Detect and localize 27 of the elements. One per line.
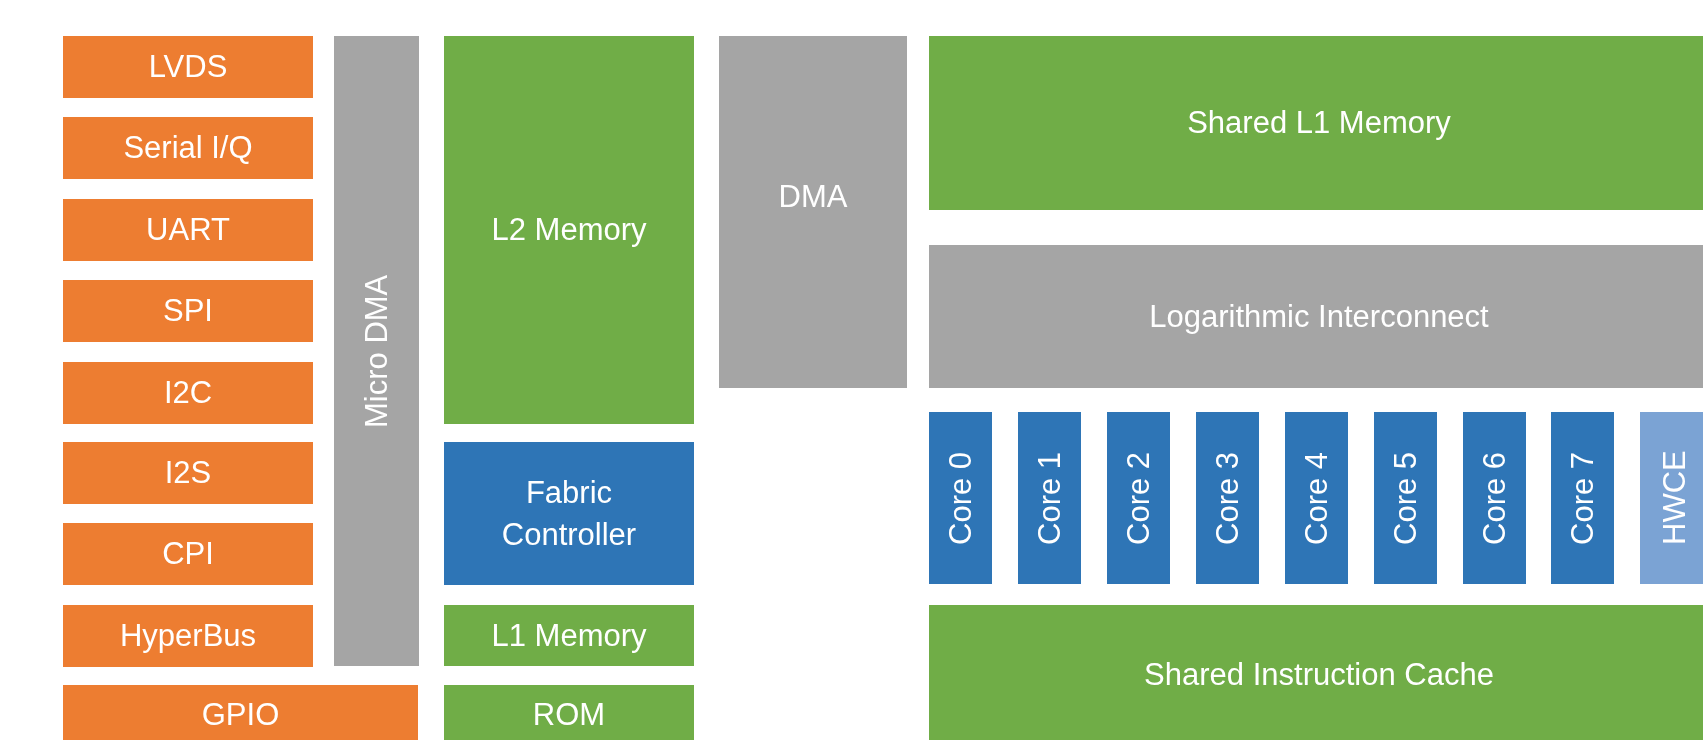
interface-block: I2C bbox=[63, 362, 313, 424]
interface-block: HyperBus bbox=[63, 605, 313, 667]
accelerator-block: HWCE bbox=[1640, 412, 1703, 584]
interface-block: UART bbox=[63, 199, 313, 261]
memory-block: Shared L1 Memory bbox=[929, 36, 1703, 210]
core-block: Core 6 bbox=[1463, 412, 1526, 584]
core-block: Core 3 bbox=[1196, 412, 1259, 584]
interface-block: I2S bbox=[63, 442, 313, 504]
core-block: Core 2 bbox=[1107, 412, 1170, 584]
core-block: Core 0 bbox=[929, 412, 992, 584]
memory-block: L2 Memory bbox=[444, 36, 694, 424]
dma-block: DMA bbox=[719, 36, 907, 388]
cache-block: Shared Instruction Cache bbox=[929, 605, 1703, 740]
interface-block: CPI bbox=[63, 523, 313, 585]
interface-block: GPIO bbox=[63, 685, 418, 740]
interface-block: Serial I/Q bbox=[63, 117, 313, 179]
core-block: Core 5 bbox=[1374, 412, 1437, 584]
interface-block: LVDS bbox=[63, 36, 313, 98]
memory-block: L1 Memory bbox=[444, 605, 694, 666]
memory-block: ROM bbox=[444, 685, 694, 740]
core-block: Core 4 bbox=[1285, 412, 1348, 584]
interface-block: SPI bbox=[63, 280, 313, 342]
controller-block: Fabric Controller bbox=[444, 442, 694, 585]
core-block: Core 1 bbox=[1018, 412, 1081, 584]
interconnect-block: Logarithmic Interconnect bbox=[929, 245, 1703, 388]
dma-block: Micro DMA bbox=[334, 36, 419, 666]
core-block: Core 7 bbox=[1551, 412, 1614, 584]
